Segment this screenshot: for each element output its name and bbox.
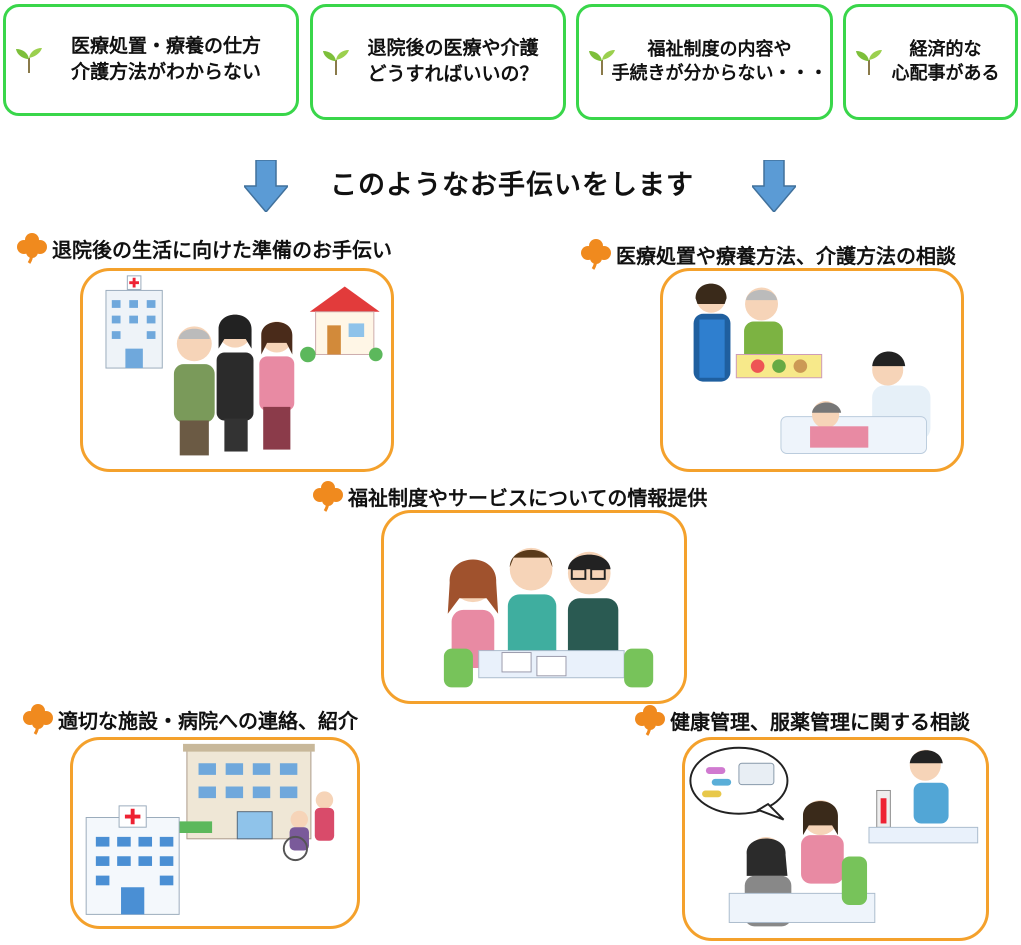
concern-line: 手続きが分からない・・・ [611,63,828,84]
concern-text: 福祉制度の内容や 手続きが分からない・・・ [582,38,828,87]
service-title: 医療処置や療養方法、介護方法の相談 [580,238,956,270]
service-title-text: 福祉制度やサービスについての情報提供 [348,485,708,510]
concern-line: 医療処置・療養の仕方 [70,35,261,58]
service-illustration-frame [70,737,360,929]
service-illustration-frame [682,737,989,941]
service-title: 適切な施設・病院への連絡、紹介 [22,703,358,735]
concern-line: 福祉制度の内容や [647,38,792,60]
service-title-text: 適切な施設・病院への連絡、紹介 [58,708,358,733]
service-title: 健康管理、服薬管理に関する相談 [634,704,970,736]
down-arrow-icon [244,160,288,212]
concern-line: 心配事がある [891,63,1000,84]
headline: このようなお手伝いをします [330,170,694,201]
concern-box: 医療処置・療養の仕方 介護方法がわからない [3,4,299,116]
concern-line: 介護方法がわからない [70,61,261,83]
sprout-icon [855,49,883,76]
clover-icon [22,703,54,735]
clover-icon [312,480,344,512]
consultation-table-illustration [443,547,654,688]
service-title: 福祉制度やサービスについての情報提供 [312,480,707,512]
clover-icon [580,238,612,270]
concern-line: 経済的な [909,38,982,60]
concern-line: 退院後の医療や介護 [367,37,539,60]
facility-hospital-illustration [85,743,335,915]
nurse-care-illustration [693,283,931,454]
concern-box: 福祉制度の内容や 手続きが分からない・・・ [576,4,833,120]
sprout-icon [15,47,43,74]
service-illustration-frame [381,510,687,704]
sprout-icon [588,49,616,76]
clover-icon [16,232,48,264]
clover-icon [634,704,666,736]
concern-text: 医療処置・療養の仕方 介護方法がわからない [41,34,261,85]
service-title-text: 健康管理、服薬管理に関する相談 [670,709,970,734]
down-arrow-icon [752,160,796,212]
hospital-family-house-illustration [105,275,383,456]
sprout-icon [322,49,350,76]
service-title: 退院後の生活に向けた準備のお手伝い [16,232,392,264]
medication-blood-pressure-illustration [689,746,979,927]
service-illustration-frame [80,268,394,472]
concern-box: 退院後の医療や介護 どうすればいいの？ [310,4,566,120]
concern-text: 退院後の医療や介護 どうすればいいの？ [337,36,538,87]
concern-line: どうすればいいの？ [367,63,539,85]
service-illustration-frame [660,268,964,472]
concern-text: 経済的な 心配事がある [862,38,1000,87]
service-title-text: 医療処置や療養方法、介護方法の相談 [616,243,956,268]
service-title-text: 退院後の生活に向けた準備のお手伝い [52,237,392,262]
concern-box: 経済的な 心配事がある [843,4,1018,120]
